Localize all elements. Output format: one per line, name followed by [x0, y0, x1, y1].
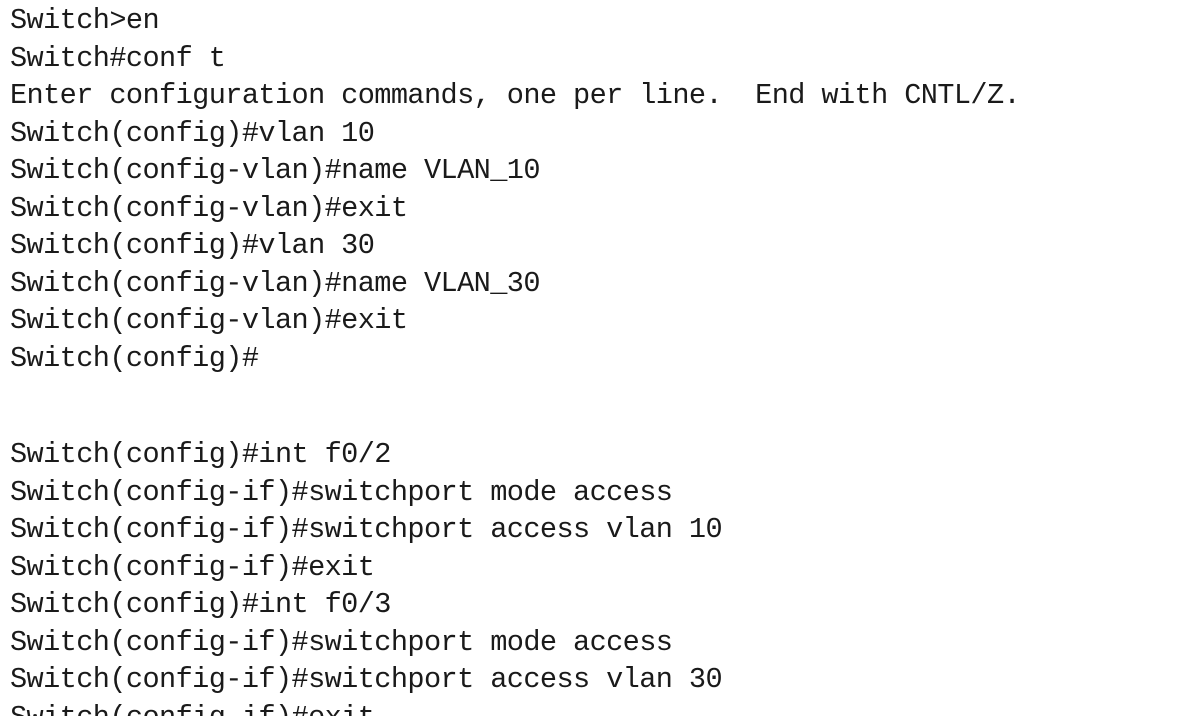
terminal-line: Switch(config)# — [10, 341, 259, 375]
terminal-line: Switch(config-if)#switchport mode access — [10, 475, 673, 509]
terminal-line: Switch>en — [10, 4, 160, 37]
terminal-line: Switch#conf t — [10, 41, 226, 75]
terminal-line: Switch(config-if)#switchport access vlan… — [10, 663, 723, 696]
terminal-line: Switch(config)#int f0/2 — [10, 438, 391, 471]
terminal-line: Enter configuration commands, one per li… — [10, 79, 1021, 112]
terminal-line: Switch(config-if)#exit — [10, 550, 375, 584]
interface-config-block: Switch(config)#int f0/2 Switch(config-if… — [10, 436, 723, 716]
terminal-line: Switch(config-vlan)#exit — [10, 304, 408, 337]
terminal-line: Switch(config-vlan)#name VLAN_30 — [10, 266, 540, 300]
terminal-line: Switch(config-vlan)#exit — [10, 191, 408, 225]
terminal-line: Switch(config)#vlan 30 — [10, 229, 375, 262]
terminal-line: Switch(config-if)#exit — [10, 699, 722, 716]
terminal-line: Switch(config)#vlan 10 — [10, 116, 375, 150]
terminal-line: Switch(config)#int f0/3 — [10, 588, 391, 621]
vlan-config-block: Switch>en Switch#conf t Enter configurat… — [10, 2, 1021, 377]
terminal-line: Switch(config-vlan)#name VLAN_10 — [10, 154, 540, 187]
terminal-line: Switch(config-if)#switchport access vlan… — [10, 513, 723, 546]
terminal-line: Switch(config-if)#switchport mode access — [10, 625, 673, 659]
